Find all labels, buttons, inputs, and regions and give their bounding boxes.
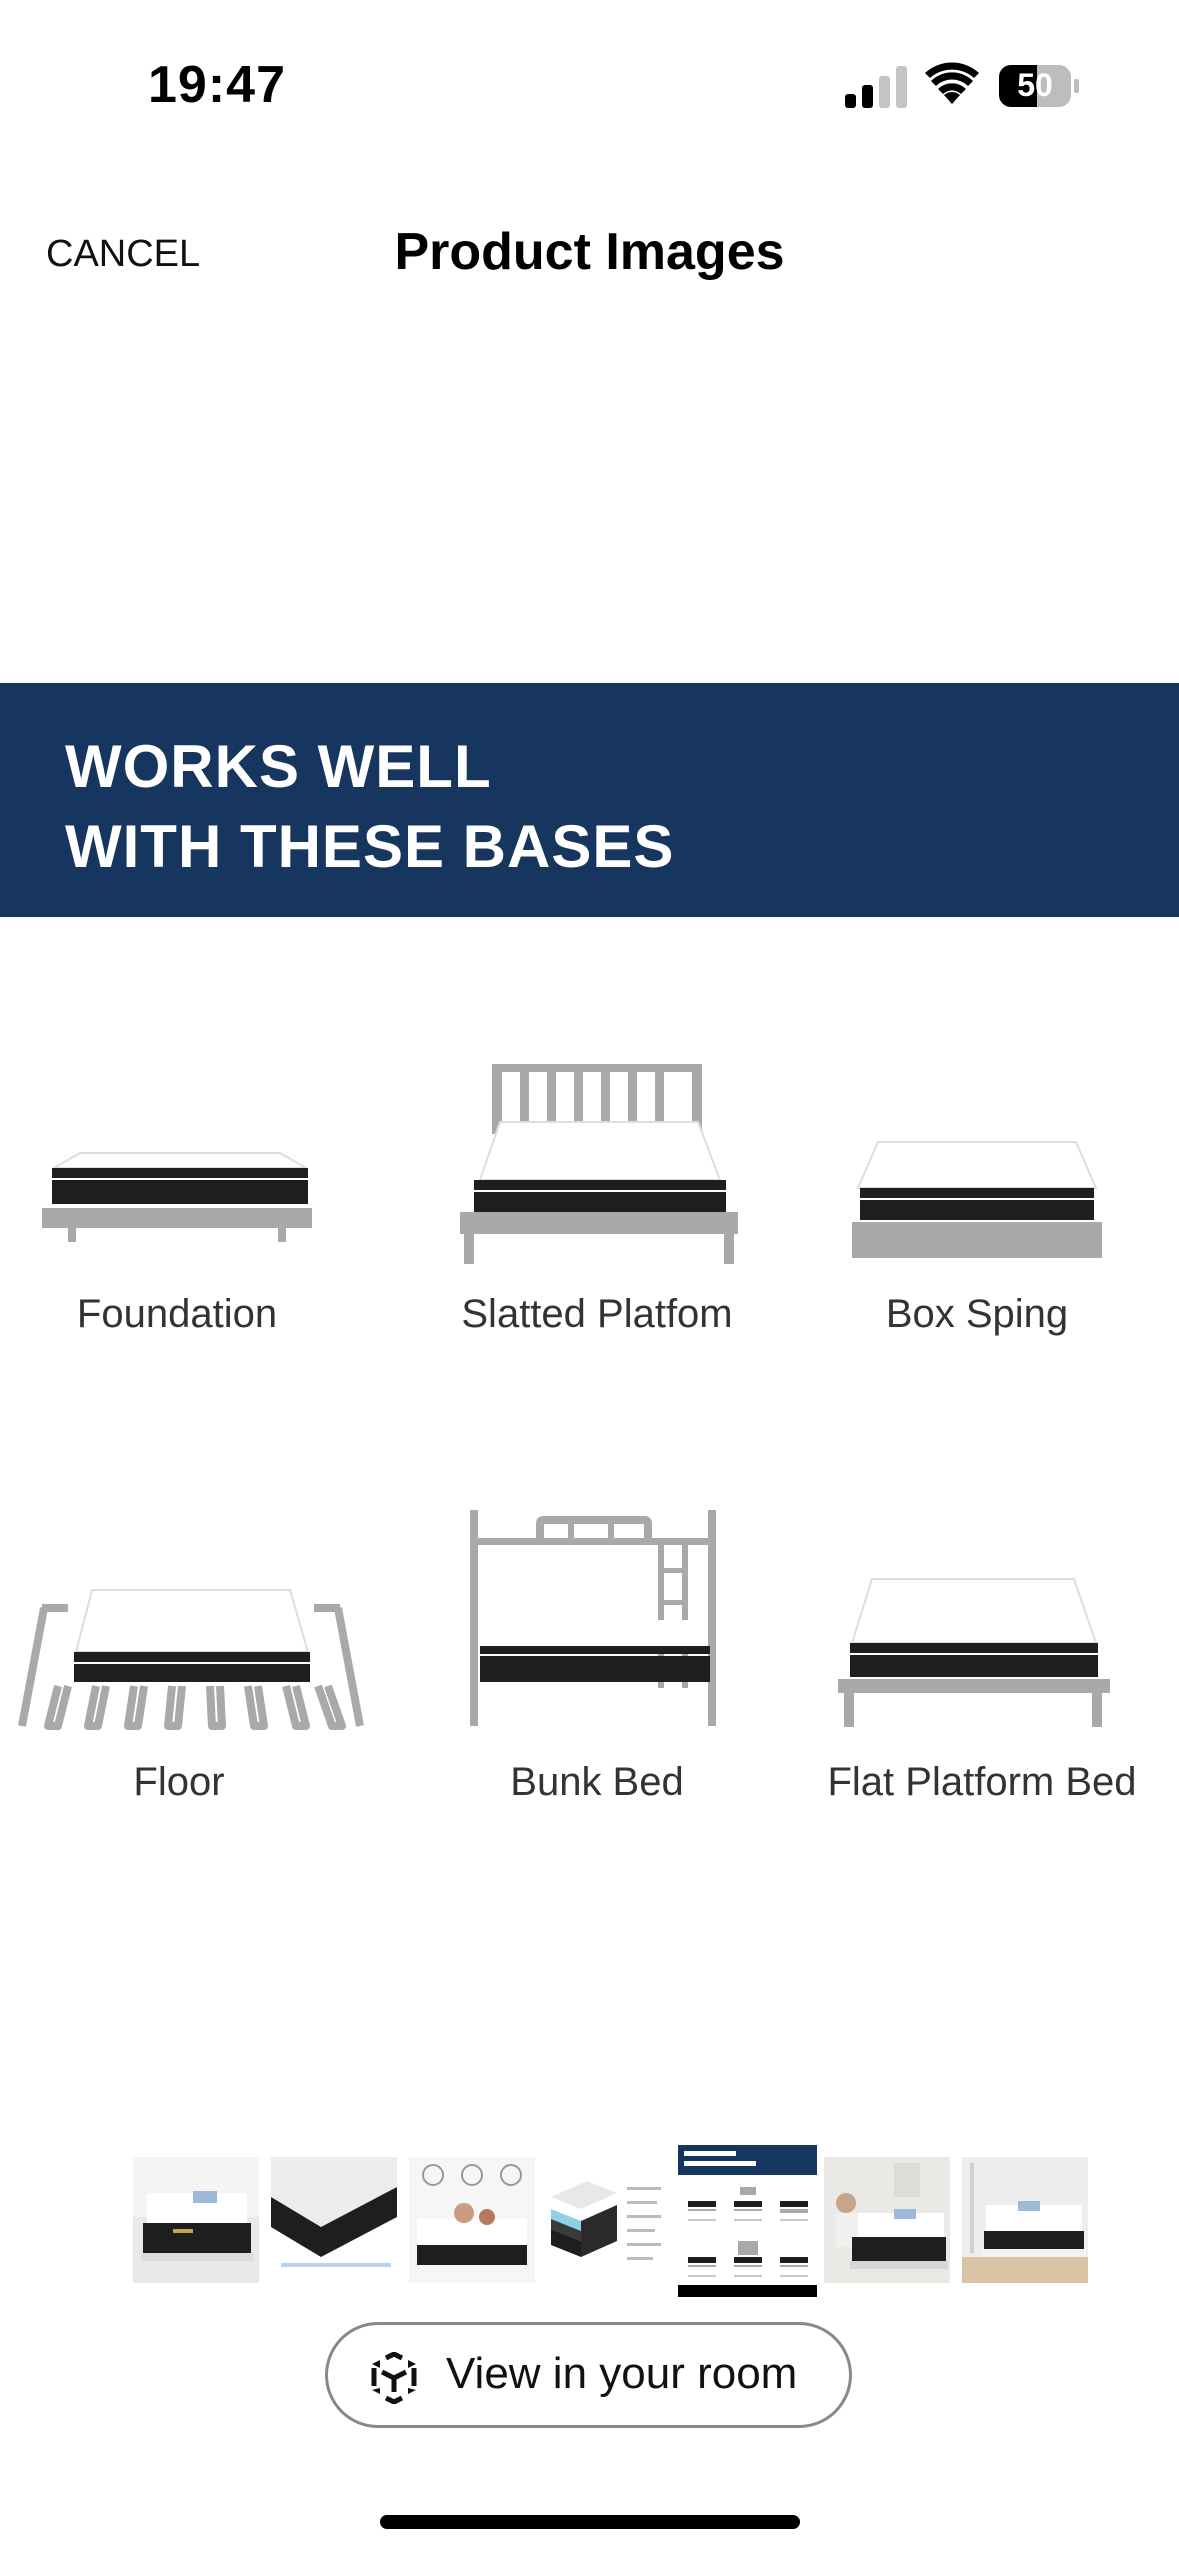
battery-percent: 50 xyxy=(1017,67,1053,103)
product-thumbnail-4[interactable] xyxy=(547,2157,673,2283)
banner-heading-line1: WORKS WELL xyxy=(65,733,492,800)
slatted-platform-base-icon xyxy=(460,1064,738,1264)
product-thumbnail-1[interactable] xyxy=(133,2157,259,2283)
flat-platform-bed-base-icon xyxy=(838,1578,1110,1727)
compatibility-banner xyxy=(0,683,1179,917)
ar-cube-icon xyxy=(371,2352,417,2404)
base-label-floor: Floor xyxy=(133,1760,225,1804)
status-time: 19:47 xyxy=(148,56,286,114)
base-label-bunk-bed: Bunk Bed xyxy=(510,1760,684,1804)
product-thumbnail-2[interactable] xyxy=(271,2157,397,2283)
view-in-your-room-button[interactable]: View in your room xyxy=(325,2322,852,2428)
base-label-box-spring: Box Sping xyxy=(885,1292,1069,1336)
wifi-icon xyxy=(925,62,979,104)
bunk-bed-base-icon xyxy=(470,1510,716,1726)
floor-base-icon xyxy=(18,1589,364,1730)
product-thumbnail-5-selected[interactable] xyxy=(678,2145,817,2297)
foundation-base-icon xyxy=(42,1152,312,1242)
box-spring-base-icon xyxy=(852,1141,1102,1258)
cellular-signal-icon xyxy=(845,66,907,108)
cancel-button[interactable]: CANCEL xyxy=(46,233,201,275)
base-label-foundation: Foundation xyxy=(76,1292,278,1336)
battery-icon: 50 xyxy=(998,64,1080,108)
page-title: Product Images xyxy=(394,223,785,281)
base-label-slatted-platform: Slatted Platfom xyxy=(461,1292,733,1336)
view-in-your-room-label: View in your room xyxy=(446,2349,798,2398)
product-thumbnail-6[interactable] xyxy=(824,2157,950,2283)
base-label-flat-platform-bed: Flat Platform Bed xyxy=(827,1760,1137,1804)
product-thumbnail-3[interactable] xyxy=(409,2157,535,2283)
home-indicator[interactable] xyxy=(380,2515,800,2529)
banner-heading-line2: WITH THESE BASES xyxy=(65,813,675,880)
product-thumbnail-7[interactable] xyxy=(962,2157,1088,2283)
